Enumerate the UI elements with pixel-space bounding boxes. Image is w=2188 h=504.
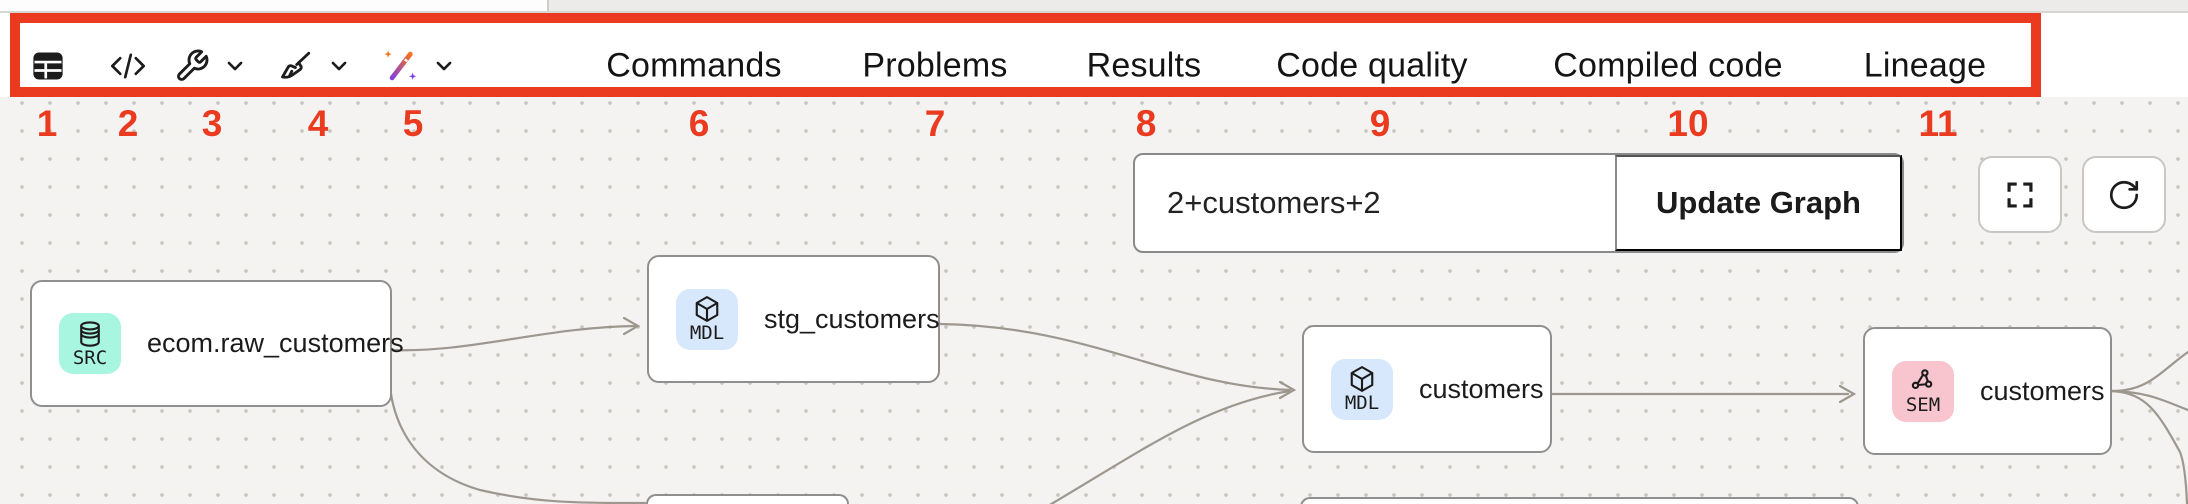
node-partial-bottom-right[interactable] [1300,497,1859,504]
tab-commands[interactable]: Commands [606,46,782,85]
node-type-badge: SRC [59,313,121,374]
node-type-label: SRC [72,346,108,369]
node-title: ecom.raw_customers [147,328,404,358]
broom-icon[interactable] [278,48,350,84]
wrench-icon[interactable] [174,48,246,84]
graph-filter-input[interactable] [1135,155,1615,251]
node-customers-semantic[interactable]: SEM customers [1863,327,2112,455]
semantic-graph-icon [1911,369,1933,390]
code-icon[interactable] [109,49,147,83]
node-type-label: MDL [1344,392,1380,415]
annotation-number-4: 4 [307,103,329,144]
annotation-number-8: 8 [1135,103,1157,144]
chevron-down-icon [436,61,452,71]
fullscreen-icon [2007,181,2033,208]
fullscreen-button[interactable] [1978,156,2062,233]
tab-results[interactable]: Results [1086,46,1202,85]
annotation-number-6: 6 [688,103,710,144]
tab-compiled-code[interactable]: Compiled code [1553,46,1783,85]
node-partial-bottom-left[interactable] [646,494,849,504]
top-chrome-left-segment [0,0,547,11]
graph-filter-group: Update Graph [1133,153,1904,253]
annotation-number-10: 10 [1667,103,1709,144]
update-graph-button[interactable]: Update Graph [1615,155,1902,251]
node-type-badge: MDL [1331,358,1393,420]
chevron-down-icon [331,61,347,71]
cube-icon [1350,366,1374,392]
annotation-number-11: 11 [1918,103,1958,144]
node-stg-customers[interactable]: MDL stg_customers [647,255,940,383]
lineage-canvas[interactable]: 1 2 3 4 5 6 7 8 9 10 11 Update Graph [0,97,2188,504]
annotation-number-7: 7 [924,103,946,144]
node-title: customers [1419,373,1544,404]
top-chrome-divider [547,0,549,11]
node-type-badge: MDL [676,288,738,350]
node-title: customers [1980,375,2105,406]
toolbar: Commands Problems Results Code quality C… [0,13,2188,97]
magic-wand-icon[interactable] [381,47,455,85]
annotation-number-3: 3 [201,103,223,144]
database-icon [80,320,100,347]
tab-lineage[interactable]: Lineage [1863,46,1987,85]
node-type-label: MDL [689,322,725,345]
refresh-button[interactable] [2082,156,2166,233]
refresh-icon [2109,180,2139,209]
cube-icon [695,296,719,322]
annotation-number-9: 9 [1369,103,1391,144]
annotation-number-2: 2 [117,103,139,144]
table-icon[interactable] [30,48,66,84]
annotation-number-5: 5 [402,103,424,144]
node-customers-model[interactable]: MDL customers [1302,325,1552,453]
top-chrome-strip [0,0,2188,13]
node-type-label: SEM [1905,394,1941,417]
tab-problems[interactable]: Problems [862,46,1008,85]
node-title: stg_customers [764,303,940,334]
node-type-badge: SEM [1892,360,1954,422]
tab-code-quality[interactable]: Code quality [1276,46,1468,85]
node-ecom-raw-customers[interactable]: SRC ecom.raw_customers [30,280,404,407]
chevron-down-icon [227,61,243,71]
annotation-number-1: 1 [36,103,58,144]
